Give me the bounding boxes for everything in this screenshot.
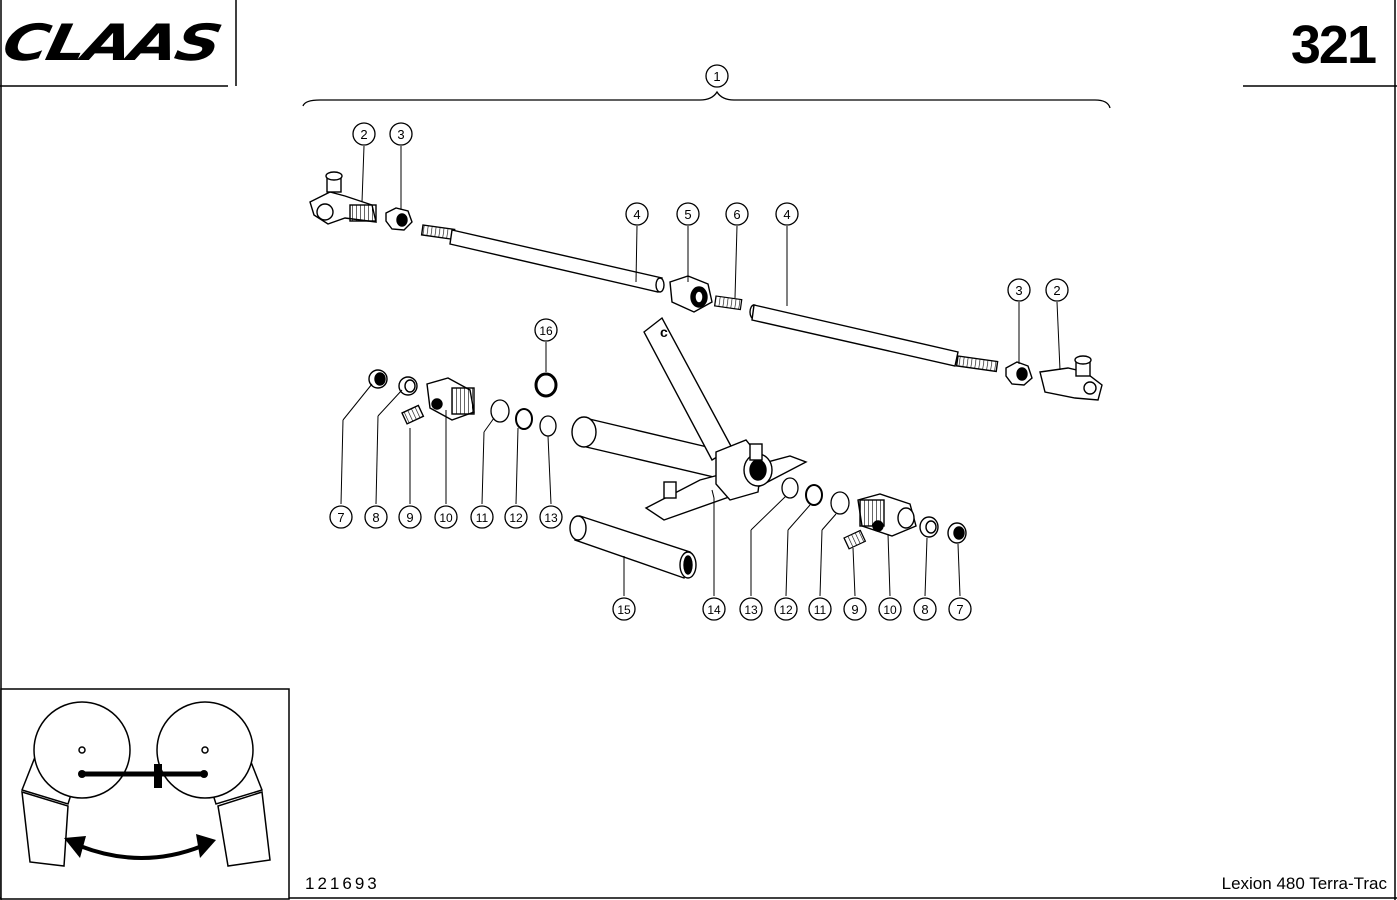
grease-nipple-right — [843, 529, 867, 550]
svg-text:10: 10 — [883, 603, 897, 617]
callout-11-right: 11 — [808, 597, 832, 621]
callout-16: 16 — [534, 318, 558, 342]
callout-9-right: 9 — [843, 597, 867, 621]
svg-text:2: 2 — [1053, 283, 1060, 298]
callout-8-right: 8 — [913, 597, 937, 621]
ball-joint-right — [1039, 355, 1103, 401]
svg-text:14: 14 — [707, 603, 721, 617]
svg-text:11: 11 — [814, 603, 827, 617]
ball-joint-left — [309, 171, 377, 225]
pivot-bracket: c — [571, 316, 808, 521]
callout-12-left: 12 — [504, 505, 528, 529]
svg-text:8: 8 — [372, 510, 379, 525]
o-ring-12-right — [805, 484, 823, 506]
nut-right — [1005, 361, 1033, 386]
callout-4-left: 4 — [625, 202, 649, 226]
pivot-pipe — [569, 515, 697, 579]
callout-13-left: 13 — [539, 505, 563, 529]
tie-rod-left — [420, 224, 665, 293]
steering-arrow-icon — [64, 834, 216, 860]
svg-text:10: 10 — [439, 511, 453, 525]
seal-ring-right — [919, 516, 939, 538]
callout-5: 5 — [676, 202, 700, 226]
svg-text:12: 12 — [509, 511, 523, 525]
assembly-brace — [302, 90, 1111, 109]
left-track-shoe — [21, 790, 69, 867]
svg-text:11: 11 — [476, 511, 489, 525]
callout-12-right: 12 — [774, 597, 798, 621]
callout-7-left: 7 — [329, 505, 353, 529]
right-track-shoe — [217, 791, 271, 867]
svg-text:7: 7 — [337, 510, 344, 525]
svg-text:3: 3 — [1015, 283, 1022, 298]
sleeve-ring — [534, 372, 558, 398]
page-number: 321 — [1290, 15, 1377, 75]
svg-text:4: 4 — [633, 207, 640, 222]
svg-text:7: 7 — [956, 602, 963, 617]
wiper-ring-right — [947, 522, 967, 544]
grease-nipple-left — [401, 404, 425, 425]
svg-text:15: 15 — [617, 603, 631, 617]
callout-3-right: 3 — [1007, 278, 1031, 302]
leader-lines — [340, 145, 1061, 597]
threaded-stud — [713, 295, 743, 311]
callout-2-right: 2 — [1045, 278, 1069, 302]
inset-tie-rod — [78, 764, 208, 788]
callout-10-right: 10 — [878, 597, 902, 621]
callout-6: 6 — [725, 202, 749, 226]
wiper-ring-left — [368, 369, 388, 389]
o-ring-13-left — [539, 415, 557, 437]
o-ring-11-left — [490, 399, 510, 423]
svg-text:9: 9 — [406, 510, 413, 525]
o-ring-11-right — [830, 491, 850, 515]
locator-inset — [0, 688, 290, 900]
svg-text:6: 6 — [733, 207, 740, 222]
callout-9-left: 9 — [398, 505, 422, 529]
callout-7-right: 7 — [948, 597, 972, 621]
svg-text:13: 13 — [744, 603, 758, 617]
svg-text:16: 16 — [539, 324, 553, 338]
bushing-left — [426, 377, 475, 421]
callout-11-left: 11 — [470, 505, 494, 529]
svg-text:9: 9 — [851, 602, 858, 617]
callout-1: 1 — [705, 64, 729, 88]
model-name: Lexion 480 Terra-Trac — [1221, 874, 1387, 893]
bracket-mark: c — [660, 324, 668, 340]
seal-ring-left — [398, 376, 418, 396]
svg-text:12: 12 — [779, 603, 793, 617]
adjuster-sleeve — [669, 275, 713, 313]
svg-text:1: 1 — [713, 69, 720, 84]
o-ring-12-left — [515, 408, 533, 430]
callout-2-left: 2 — [352, 122, 376, 146]
svg-text:2: 2 — [360, 127, 367, 142]
callout-10-left: 10 — [434, 505, 458, 529]
svg-text:5: 5 — [684, 207, 691, 222]
callout-13-right: 13 — [739, 597, 763, 621]
nut-left — [385, 207, 413, 231]
svg-text:3: 3 — [397, 127, 404, 142]
callout-8-left: 8 — [364, 505, 388, 529]
svg-text:8: 8 — [921, 602, 928, 617]
bushing-right — [857, 493, 917, 537]
callout-14: 14 — [702, 597, 726, 621]
svg-text:13: 13 — [544, 511, 558, 525]
tie-rod-right — [749, 304, 999, 373]
o-ring-13-right — [781, 477, 799, 499]
svg-text:4: 4 — [783, 207, 790, 222]
drawing-id: 121693 — [305, 874, 380, 893]
callout-15: 15 — [612, 597, 636, 621]
callout-3-left: 3 — [389, 122, 413, 146]
callout-4-right: 4 — [775, 202, 799, 226]
